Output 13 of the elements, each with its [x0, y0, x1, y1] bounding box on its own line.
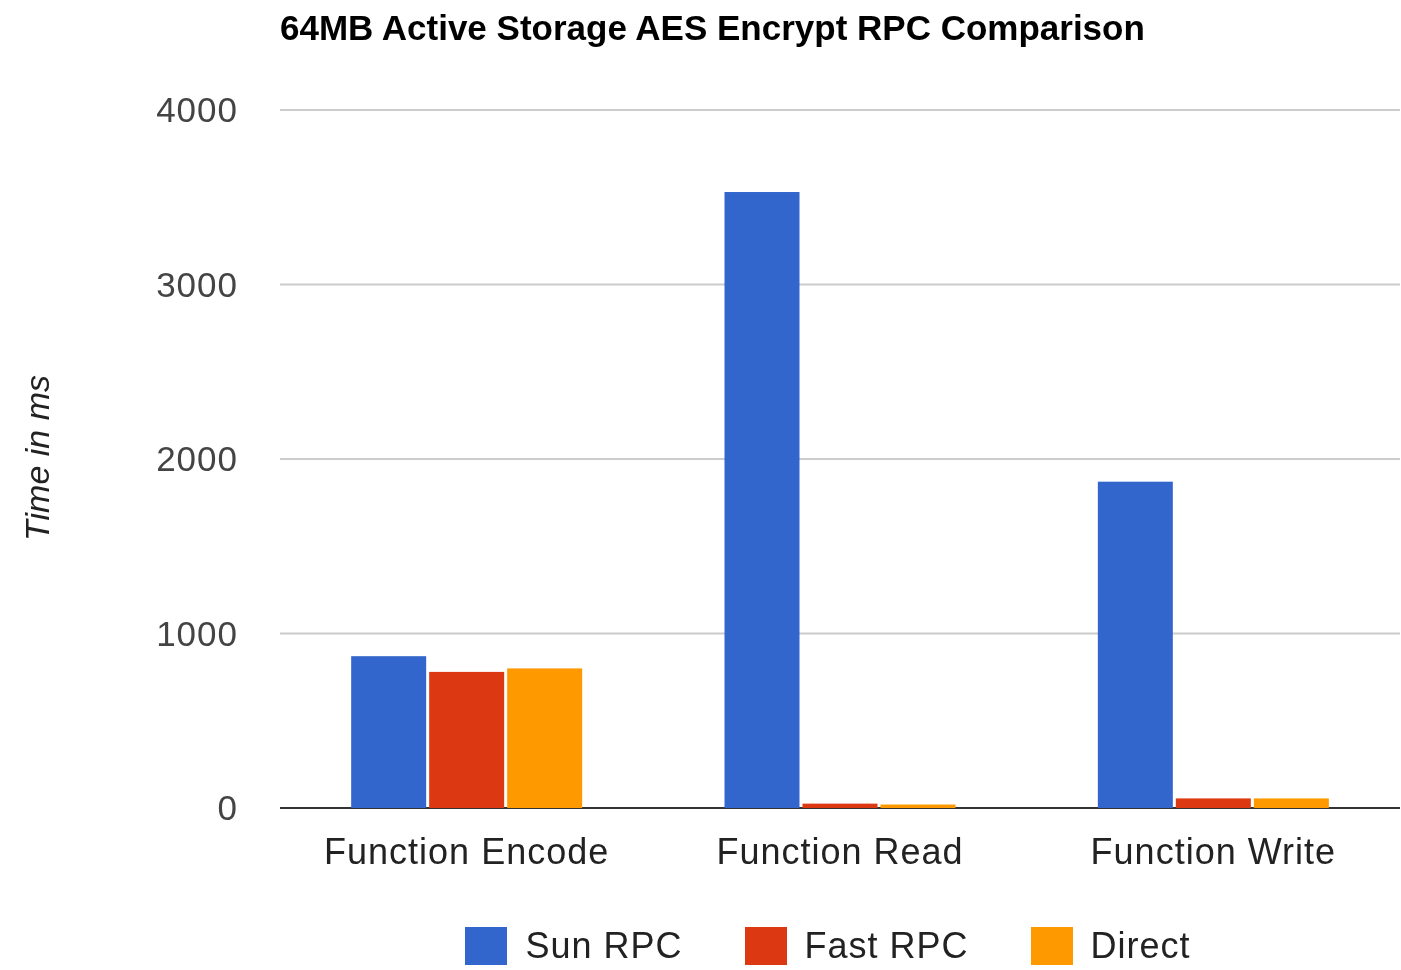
- tick-label: 2000: [156, 439, 238, 478]
- legend-label: Sun RPC: [525, 925, 683, 967]
- category-label: Function Encode: [324, 831, 610, 872]
- tick-label: 4000: [156, 90, 238, 129]
- axis-title: Time in ms: [17, 375, 57, 541]
- legend-label: Direct: [1090, 925, 1191, 967]
- chart-title: 64MB Active Storage AES Encrypt RPC Comparison: [280, 8, 1145, 48]
- legend-label: Fast RPC: [804, 925, 969, 967]
- tick-label: 0: [217, 788, 238, 827]
- tick-label: 3000: [156, 264, 238, 304]
- category-label: Function Write: [1090, 831, 1337, 872]
- tick-label: 1000: [156, 613, 238, 653]
- category-label: Function Read: [716, 831, 964, 872]
